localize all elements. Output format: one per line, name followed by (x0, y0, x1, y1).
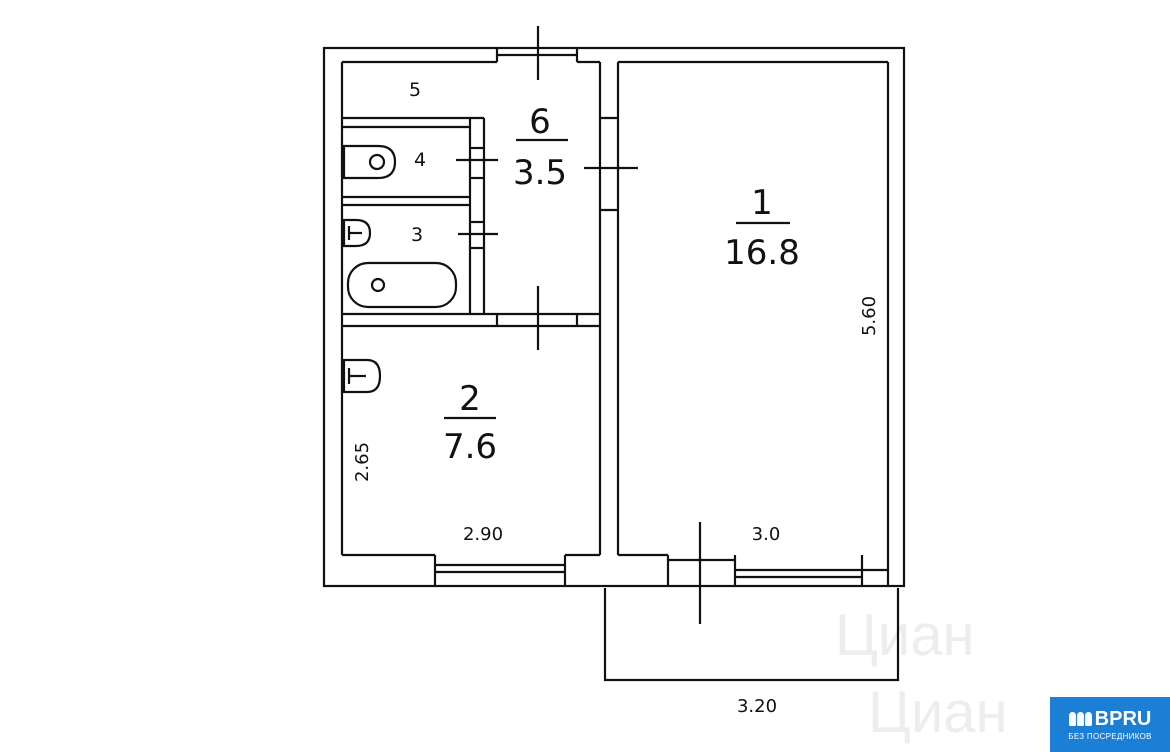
dimension-room1-length: 5.60 (859, 296, 880, 336)
kitchen-sink-icon (342, 358, 382, 394)
door-marks (456, 26, 702, 624)
watermark-text-2: Циан (868, 680, 1008, 745)
outer-walls (322, 46, 906, 588)
toilet-icon (342, 144, 397, 180)
dimension-room1-width: 3.0 (752, 524, 781, 545)
people-icon (1068, 712, 1092, 726)
partition-wall-central (598, 62, 620, 555)
room4-number: 4 (414, 149, 426, 171)
partition-wall-room2 (342, 312, 600, 328)
brand-name: BPRU (1094, 708, 1152, 730)
bathroom-walls (342, 116, 486, 314)
window-bottom-right (735, 555, 890, 586)
room5-number: 5 (409, 79, 421, 101)
room1-number: 1 (751, 183, 773, 223)
room2-area: 7.6 (443, 427, 497, 467)
window-bottom-left (433, 555, 567, 586)
balcony-door (618, 553, 737, 586)
room3-number: 3 (411, 224, 423, 246)
watermark-text: Циан (835, 603, 975, 668)
dimension-room2-width: 2.90 (463, 524, 503, 545)
brand-badge[interactable]: BPRU БЕЗ ПОСРЕДНИКОВ (1050, 697, 1170, 752)
bathtub-icon (346, 261, 458, 309)
brand-tagline: БЕЗ ПОСРЕДНИКОВ (1068, 732, 1152, 741)
sink-icon (342, 218, 372, 248)
balcony (603, 588, 900, 682)
room6-area: 3.5 (513, 153, 567, 193)
room6-number: 6 (529, 102, 551, 142)
room1-area: 16.8 (724, 233, 800, 273)
watermark-group: Циан Циан (835, 603, 1008, 745)
room2-number: 2 (459, 379, 481, 419)
brand-logo: BPRU (1068, 708, 1152, 730)
dimension-room2-length: 2.65 (352, 442, 373, 482)
dimension-balcony-width: 3.20 (737, 696, 777, 717)
